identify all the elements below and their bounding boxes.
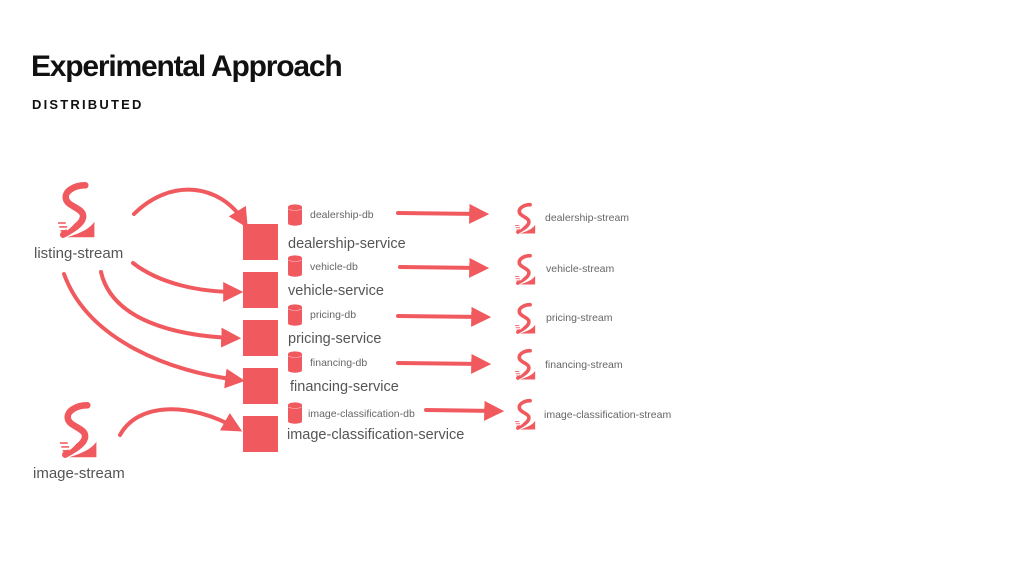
stream-icon xyxy=(60,405,96,457)
page-subtitle: DISTRIBUTED xyxy=(32,97,144,112)
service-label: vehicle-service xyxy=(288,283,384,299)
output-stream-label: pricing-stream xyxy=(546,312,613,324)
db-label: pricing-db xyxy=(310,309,356,321)
cdc-arrow xyxy=(424,400,505,421)
database-icon xyxy=(287,304,303,327)
database-icon xyxy=(287,255,303,278)
image-stream-label: image-stream xyxy=(33,465,125,482)
flow-arrow-listing-to-pricing xyxy=(99,270,242,348)
service-box xyxy=(243,224,278,260)
listing-stream-label: listing-stream xyxy=(34,245,123,262)
source-listing-stream: listing-stream xyxy=(34,185,123,262)
output-stream-label: financing-stream xyxy=(545,359,623,371)
db-label: image-classification-db xyxy=(308,408,415,420)
database-icon xyxy=(287,351,303,374)
database-icon xyxy=(287,204,303,226)
service-box xyxy=(243,416,278,452)
cdc-arrow xyxy=(396,353,492,374)
stream-icon xyxy=(513,348,537,382)
source-image-stream: image-stream xyxy=(33,405,125,482)
cdc-arrow xyxy=(396,203,490,224)
flow-arrow-listing-to-vehicle xyxy=(131,261,244,302)
flow-arrow-listing-to-financing xyxy=(62,272,246,389)
service-label: pricing-service xyxy=(288,331,381,347)
service-label: image-classification-service xyxy=(287,427,464,443)
stream-icon xyxy=(513,398,537,432)
output-stream-label: image-classification-stream xyxy=(544,409,671,421)
output-stream-label: vehicle-stream xyxy=(546,263,615,275)
cdc-arrow xyxy=(396,306,492,327)
stream-icon xyxy=(513,202,537,236)
flow-arrow-image-to-classification xyxy=(118,407,243,437)
stream-icon xyxy=(58,185,94,237)
db-label: vehicle-db xyxy=(310,261,358,273)
stream-icon xyxy=(513,253,537,287)
service-box xyxy=(243,320,278,356)
page-title: Experimental Approach xyxy=(31,50,343,83)
service-label: dealership-service xyxy=(288,236,406,252)
service-box xyxy=(243,272,278,308)
stream-icon xyxy=(513,302,537,336)
service-label: financing-service xyxy=(290,379,399,395)
db-label: dealership-db xyxy=(310,209,374,221)
flow-arrow-listing-to-dealership xyxy=(132,187,248,229)
cdc-arrow xyxy=(398,257,490,278)
db-label: financing-db xyxy=(310,357,367,369)
database-icon xyxy=(287,402,303,425)
output-stream-label: dealership-stream xyxy=(545,212,629,224)
service-box xyxy=(243,368,278,404)
